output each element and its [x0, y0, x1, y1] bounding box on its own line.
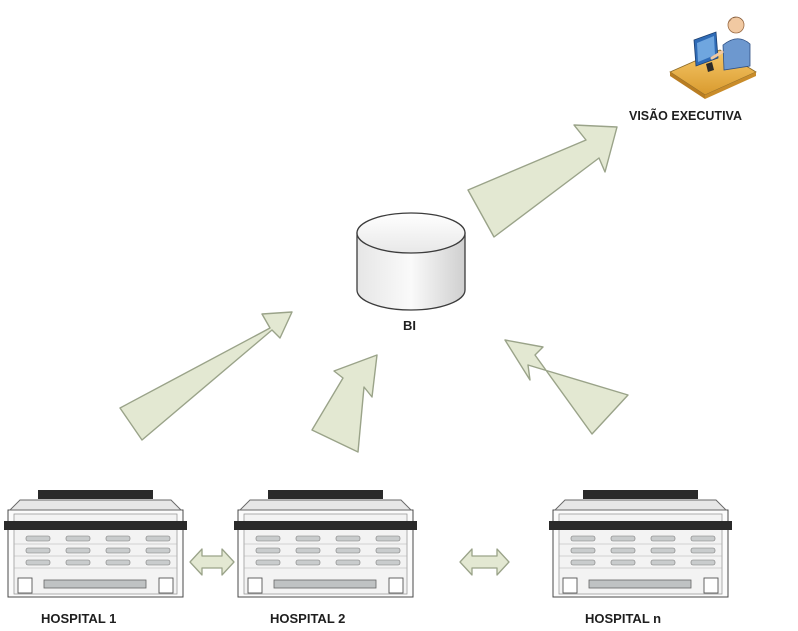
flow-arrow-h1-to-bi	[119, 311, 293, 441]
flow-arrow-hn-to-bi	[504, 339, 629, 435]
hospital-1-label: HOSPITAL 1	[41, 611, 117, 626]
double-arrow-icon	[189, 548, 235, 576]
double-arrow-icon	[459, 548, 510, 576]
database-cylinder-icon	[356, 212, 466, 311]
hospital-2-label: HOSPITAL 2	[270, 611, 346, 626]
hospital-building-icon	[3, 489, 188, 598]
executive-view-label: VISÃO EXECUTIVA	[629, 109, 742, 123]
hospital-n-label: HOSPITAL n	[585, 611, 662, 626]
flow-arrow-h2-to-bi	[311, 354, 378, 453]
bi-label: BI	[403, 318, 416, 333]
flow-arrow-bi-to-executive	[467, 124, 618, 238]
hospital-building-icon	[548, 489, 733, 598]
executive-workstation-icon	[669, 16, 757, 99]
hospital-building-icon	[233, 489, 418, 598]
